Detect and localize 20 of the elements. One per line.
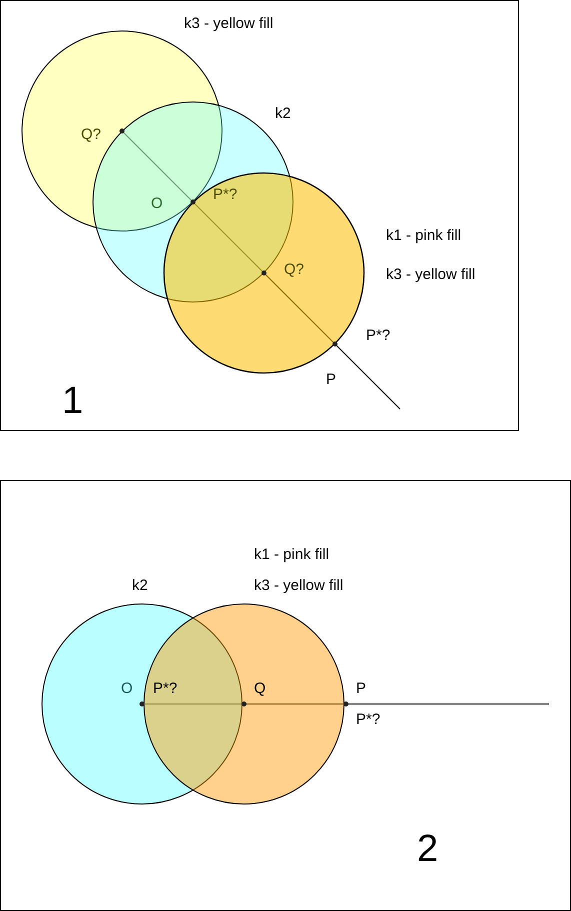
point-label: P [326,372,336,387]
panel-number: 1 [62,382,84,420]
circle-label: k3 - yellow fill [386,267,476,282]
point-label: Q? [284,262,304,277]
point-label: P [356,681,366,696]
point-label: P*? [213,187,238,202]
circle-label: k2 [132,578,148,593]
circle-label: k1 - pink fill [386,228,462,243]
circle-label: k3 - yellow fill [184,16,274,31]
circle-label: k2 [275,106,291,121]
point-label: Q? [81,127,102,142]
circle-label: k3 - yellow fill [254,578,344,593]
point-label: Q [254,681,266,696]
panel-number: 2 [417,830,438,868]
point-label: P*? [153,681,178,696]
point-label: P*? [366,328,390,343]
point-label: P*? [356,712,380,727]
point-label: O [121,681,133,696]
circle-label: k1 - pink fill [254,547,330,562]
point-label: O [151,196,163,211]
